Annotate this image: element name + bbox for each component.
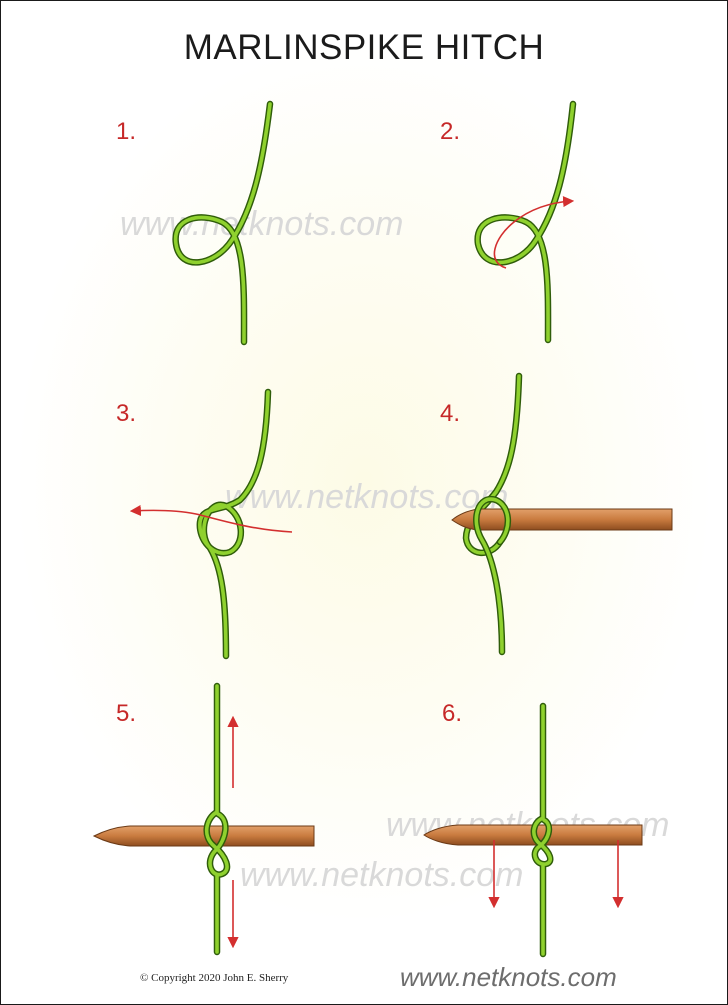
step-6-rope <box>530 702 554 958</box>
step-6-number: 6. <box>442 700 463 727</box>
step-1-number: 1. <box>116 118 137 145</box>
step-4-number: 4. <box>440 400 461 427</box>
watermark: www.netknots.com <box>240 856 524 894</box>
watermark: www.netknots.com <box>120 205 404 243</box>
step-3-arrow <box>129 504 293 533</box>
copyright-notice: © Copyright 2020 John E. Sherry <box>140 972 289 984</box>
step-2-rope <box>474 100 577 344</box>
watermark: www.netknots.com <box>225 478 509 516</box>
step-5-rope <box>203 682 231 956</box>
step-3-rope <box>196 388 272 660</box>
marlinspike <box>451 508 673 531</box>
footer-site-link[interactable]: www.netknots.com <box>400 962 617 992</box>
page-title: MARLINSPIKE HITCH <box>183 28 545 67</box>
step-2-number: 2. <box>440 118 461 145</box>
step-5-number: 5. <box>116 700 137 727</box>
step-3-number: 3. <box>116 400 137 427</box>
step-4-rope-back <box>462 372 523 556</box>
step-1-rope <box>172 100 274 346</box>
step-4-rope-front <box>473 495 511 656</box>
step-2-arrow <box>493 195 575 269</box>
